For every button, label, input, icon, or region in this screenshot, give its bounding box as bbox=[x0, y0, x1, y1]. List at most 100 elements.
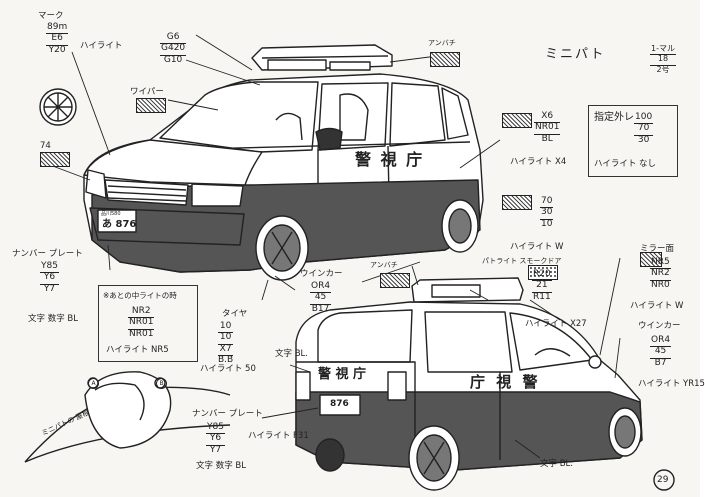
tire-v2: 10 bbox=[218, 333, 234, 345]
tire-values: 10 10 X7 B.B bbox=[218, 321, 234, 366]
night-box bbox=[98, 285, 198, 362]
color-swatch-light bbox=[430, 52, 460, 67]
mirror-label: ミラー面 bbox=[640, 244, 675, 254]
plate-front-v2: Y6 bbox=[40, 273, 59, 285]
text-bl: 文字 BL. bbox=[275, 349, 308, 359]
sw70-v2: 30 bbox=[540, 208, 554, 220]
beacon-label: パトライト スモークドア bbox=[482, 257, 562, 265]
night-box-title: ※あとの中ライトの時 bbox=[103, 291, 177, 300]
scale-note: 1-マル 18 2号 bbox=[650, 44, 676, 74]
beacon-v3: R11 bbox=[533, 291, 551, 302]
fa-label: 74 bbox=[40, 141, 51, 151]
plate-front-v3: Y7 bbox=[43, 283, 56, 294]
plate-rear-note: 文字 数字 BL bbox=[196, 461, 246, 471]
x6-highlight: ハイライト X4 bbox=[510, 157, 567, 167]
mirror-v3: NR0 bbox=[651, 279, 670, 290]
color-swatch-red-light bbox=[380, 273, 410, 288]
color-swatch-fa bbox=[40, 152, 70, 167]
x6-v3: BL bbox=[541, 133, 553, 144]
plate-rear-v2: Y6 bbox=[206, 434, 225, 446]
mark-values: 89m E6 Y20 bbox=[46, 22, 69, 55]
winker2-highlight: ハイライト YR15 bbox=[638, 379, 705, 389]
x6-values: X6 NR01 BL bbox=[534, 111, 561, 144]
mark-v2: E6 bbox=[46, 34, 69, 46]
sw70-highlight: ハイライト W bbox=[510, 242, 564, 252]
plate-front-note: 文字 数字 BL bbox=[28, 314, 78, 324]
g6-v1: G6 bbox=[160, 32, 187, 45]
scale-bot: 2号 bbox=[656, 64, 670, 74]
winker-label: ウインカー bbox=[300, 269, 343, 279]
winker-v3: B17 bbox=[311, 303, 330, 314]
front-plate-text: あ 876 bbox=[102, 219, 137, 230]
rear-plate-text: 876 bbox=[330, 399, 349, 409]
g6-v3: G10 bbox=[163, 54, 183, 65]
winker-v2: 45 bbox=[310, 293, 332, 305]
red-light-label: アンバチ bbox=[370, 261, 398, 269]
plate-front-values: Y85 Y6 Y7 bbox=[40, 261, 59, 294]
color-swatch-70 bbox=[502, 195, 532, 210]
mirror-v1: NR5 bbox=[650, 257, 671, 270]
plate-front-label: ナンバー プレート bbox=[12, 249, 83, 259]
detail-a: A bbox=[88, 378, 99, 389]
page-number: 29 bbox=[657, 475, 669, 485]
beacon-detail-a: A bbox=[88, 378, 99, 389]
plate-rear-v1: Y85 bbox=[206, 422, 225, 435]
night-box-highlight: ハイライト NR5 bbox=[106, 345, 169, 355]
rear-side-text: 庁 視 警 bbox=[470, 373, 541, 391]
g6-values: G6 G420 G10 bbox=[160, 32, 187, 65]
night-box-values: NR2 NR01 NR01 bbox=[128, 306, 155, 339]
tire-v3: X7 bbox=[218, 344, 234, 357]
logo-note-v3: 30 bbox=[637, 134, 650, 145]
front-light-label: アンバチ bbox=[428, 39, 456, 47]
winker-v1: OR4 bbox=[310, 281, 332, 294]
detail-b: B bbox=[156, 378, 167, 389]
color-swatch-x6 bbox=[502, 113, 532, 128]
beacon-detail-b: B bbox=[156, 378, 167, 389]
mirror-values: NR5 NR2 NR0 bbox=[650, 257, 671, 290]
logo-note-title: 指定外レ bbox=[594, 112, 634, 123]
rear-text-bl: 文字 BL. bbox=[540, 459, 573, 469]
tire-label: タイヤ bbox=[222, 309, 248, 319]
winker2-values: OR4 45 B7 bbox=[650, 335, 672, 368]
night-box-v2: NR01 bbox=[128, 318, 155, 330]
sheet-title: ミニパト bbox=[545, 47, 606, 62]
plate-rear-v3: Y7 bbox=[209, 444, 222, 455]
tire-v1: 10 bbox=[218, 321, 234, 334]
color-swatch-beacon bbox=[528, 265, 558, 280]
winker2-v2: 45 bbox=[650, 347, 672, 359]
beacon-values: R20 21 R11 bbox=[532, 269, 552, 302]
plate-rear-label: ナンバー プレート bbox=[192, 409, 263, 419]
scale-mid: 18 bbox=[650, 55, 676, 66]
winker2-label: ウインカー bbox=[638, 321, 681, 331]
logo-note-highlight: ハイライト なし bbox=[594, 159, 657, 169]
logo-note-v2: 70 bbox=[634, 124, 654, 136]
mirror-v2: NR2 bbox=[650, 269, 671, 281]
plate-front-v1: Y85 bbox=[40, 261, 59, 274]
x6-v1: X6 bbox=[534, 111, 561, 124]
sw70-values: 70 30 10 bbox=[540, 196, 554, 229]
beacon-v2: 21 bbox=[532, 281, 552, 293]
mark-label: マーク bbox=[38, 11, 64, 21]
scale-top: 1-マル bbox=[650, 44, 676, 56]
front-plate-top: 品川580 bbox=[101, 211, 121, 217]
color-swatch-wiper bbox=[136, 98, 166, 113]
mark-v3: Y20 bbox=[48, 44, 66, 55]
sw70-v1: 70 bbox=[540, 196, 554, 209]
winker2-v1: OR4 bbox=[650, 335, 672, 348]
color-swatch-mirror bbox=[640, 252, 662, 267]
tire-highlight: ハイライト 50 bbox=[200, 364, 256, 374]
rear-police-text: 警 視 庁 bbox=[318, 367, 367, 382]
logo-note-values: 100 70 30 bbox=[634, 112, 654, 145]
night-box-v3: NR01 bbox=[129, 328, 154, 339]
front-police-text: 警 視 庁 bbox=[355, 150, 425, 169]
winker2-v3: B7 bbox=[654, 357, 667, 368]
beacon-v1: R20 bbox=[532, 269, 552, 282]
plate-rear-highlight: ハイライト F31 bbox=[248, 431, 309, 441]
plate-rear-values: Y85 Y6 Y7 bbox=[206, 422, 225, 455]
beacon-highlight: ハイライト X27 bbox=[525, 319, 587, 329]
g6-v2: G420 bbox=[160, 44, 187, 56]
x6-v2: NR01 bbox=[534, 123, 561, 135]
mark-v1: 89m bbox=[46, 22, 69, 35]
